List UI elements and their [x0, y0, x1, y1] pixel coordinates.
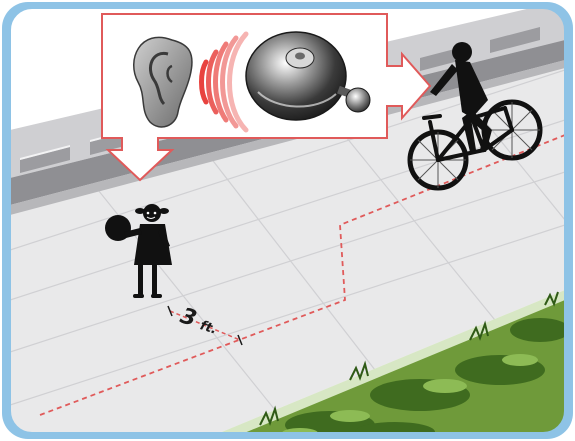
safety-illustration: 3 ft. — [0, 0, 575, 441]
